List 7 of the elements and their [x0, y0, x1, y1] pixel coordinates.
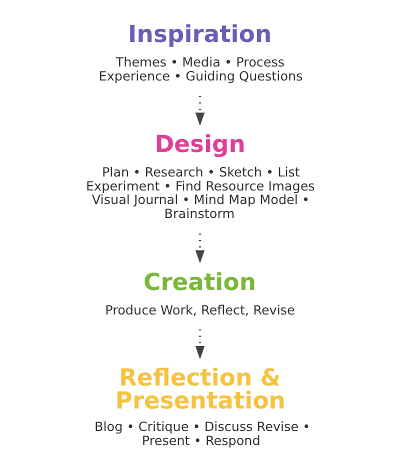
- node-text: Reflection & Presentation Blog • Critique • Discuss Revise • Present • Respond: [94, 363, 310, 449]
- node-text: Inspiration Themes • Media • Process Experience • Guiding Questions: [98, 20, 303, 84]
- arrow: [195, 234, 205, 264]
- arrow: [195, 96, 205, 126]
- arrow: [195, 329, 205, 360]
- node-text: Creation Produce Work, Reflect, Revise: [105, 268, 295, 318]
- node-text: Design Plan • Research • Sketch • List Experiment • Find Resource Images Visual Journal • Mind Map Model • Brainstorm: [86, 130, 315, 222]
